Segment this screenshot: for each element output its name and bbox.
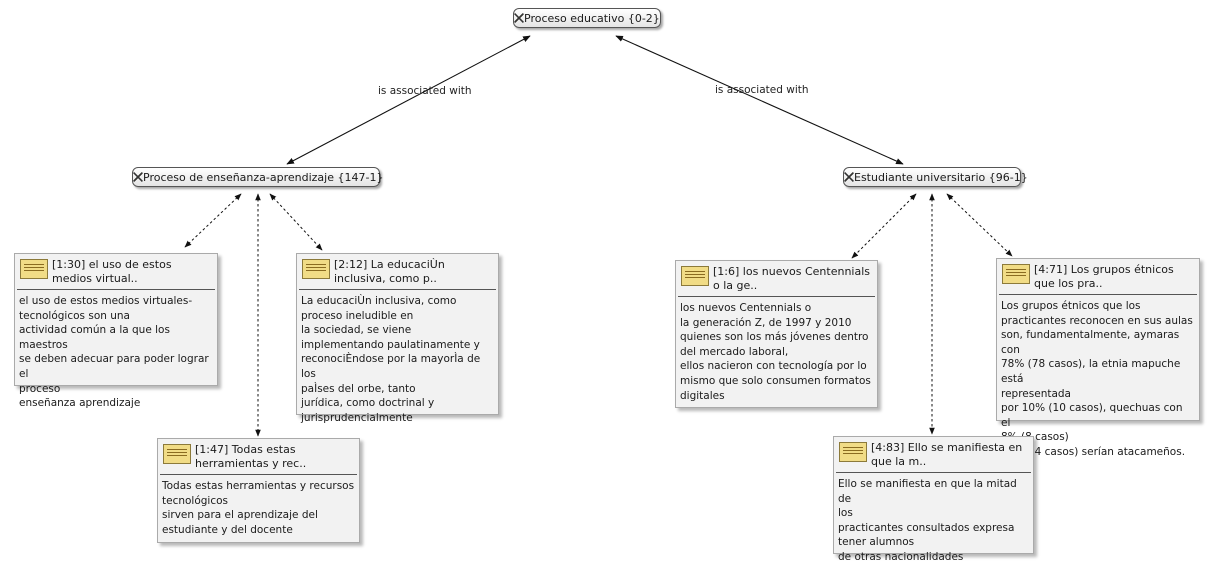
quotation-icon <box>302 259 330 279</box>
quotation-title: [1:47] Todas estas herramientas y rec.. <box>195 443 307 470</box>
quotation-text: los nuevos Centennials o la generación Z… <box>680 302 871 402</box>
quotation-title: [1:6] los nuevos Centennials o la ge.. <box>713 265 871 292</box>
quotation-4-71[interactable]: [4:71] Los grupos étnicos que los pra.. … <box>996 258 1200 458</box>
edge-root-estudiante[interactable] <box>615 35 904 165</box>
quotation-header: [4:83] Ello se manifiesta en que la m.. <box>836 437 1031 473</box>
quotation-title: [2:12] La educaciÙn inclusiva, como p.. <box>334 258 445 285</box>
quotation-header: [2:12] La educaciÙn inclusiva, como p.. <box>299 254 496 290</box>
code-label: Proceso educativo {0-2} <box>524 11 660 25</box>
quotation-text: Los grupos étnicos que los practicantes … <box>1001 300 1193 458</box>
edge-ensenanza-q1_30[interactable] <box>184 193 242 248</box>
quotation-header: [4:71] Los grupos étnicos que los pra.. <box>999 259 1197 295</box>
edge-root-ensenanza[interactable] <box>286 35 531 165</box>
edge-estudiante-q1_6[interactable] <box>851 193 917 259</box>
code-icon <box>514 13 524 23</box>
edge-label-right: is associated with <box>715 84 809 96</box>
quotation-1-30[interactable]: [1:30] el uso de estos medios virtual.. … <box>14 253 218 409</box>
quotation-text: el uso de estos medios virtuales- tecnol… <box>19 295 209 410</box>
code-label: Estudiante universitario {96-1} <box>854 170 1028 184</box>
quotation-4-83[interactable]: [4:83] Ello se manifiesta en que la m.. … <box>833 436 1034 563</box>
quotation-icon <box>163 444 191 464</box>
quotation-text: Todas estas herramientas y recursos tecn… <box>162 480 355 536</box>
quotation-icon <box>839 442 867 462</box>
quotation-title: [1:30] el uso de estos medios virtual.. <box>52 258 172 285</box>
quotation-header: [1:30] el uso de estos medios virtual.. <box>17 254 215 290</box>
quotation-header: [1:6] los nuevos Centennials o la ge.. <box>678 261 875 297</box>
code-node-proceso-educativo[interactable]: Proceso educativo {0-2} <box>513 8 661 28</box>
code-node-estudiante-universitario[interactable]: Estudiante universitario {96-1} <box>843 167 1028 187</box>
edge-label-left: is associated with <box>378 85 472 97</box>
quotation-icon <box>1002 264 1030 284</box>
code-icon <box>133 172 143 182</box>
quotation-title: [4:83] Ello se manifiesta en que la m.. <box>871 441 1023 468</box>
quotation-title: [4:71] Los grupos étnicos que los pra.. <box>1034 263 1174 290</box>
quotation-text: Ello se manifiesta en que la mitad de lo… <box>838 478 1017 563</box>
quotation-icon <box>681 266 709 286</box>
quotation-1-6[interactable]: [1:6] los nuevos Centennials o la ge.. l… <box>675 260 878 408</box>
edge-ensenanza-q2_12[interactable] <box>269 193 323 251</box>
quotation-2-12[interactable]: [2:12] La educaciÙn inclusiva, como p.. … <box>296 253 499 424</box>
code-label: Proceso de enseñanza-aprendizaje {147-1} <box>143 170 384 184</box>
quotation-header: [1:47] Todas estas herramientas y rec.. <box>160 439 357 475</box>
quotation-icon <box>20 259 48 279</box>
code-icon <box>844 172 854 182</box>
quotation-text: La educaciÙn inclusiva, como proceso ine… <box>301 295 481 424</box>
edge-estudiante-q4_71[interactable] <box>946 193 1013 257</box>
code-node-proceso-ensenanza[interactable]: Proceso de enseñanza-aprendizaje {147-1} <box>132 167 384 187</box>
quotation-1-47[interactable]: [1:47] Todas estas herramientas y rec.. … <box>157 438 360 543</box>
